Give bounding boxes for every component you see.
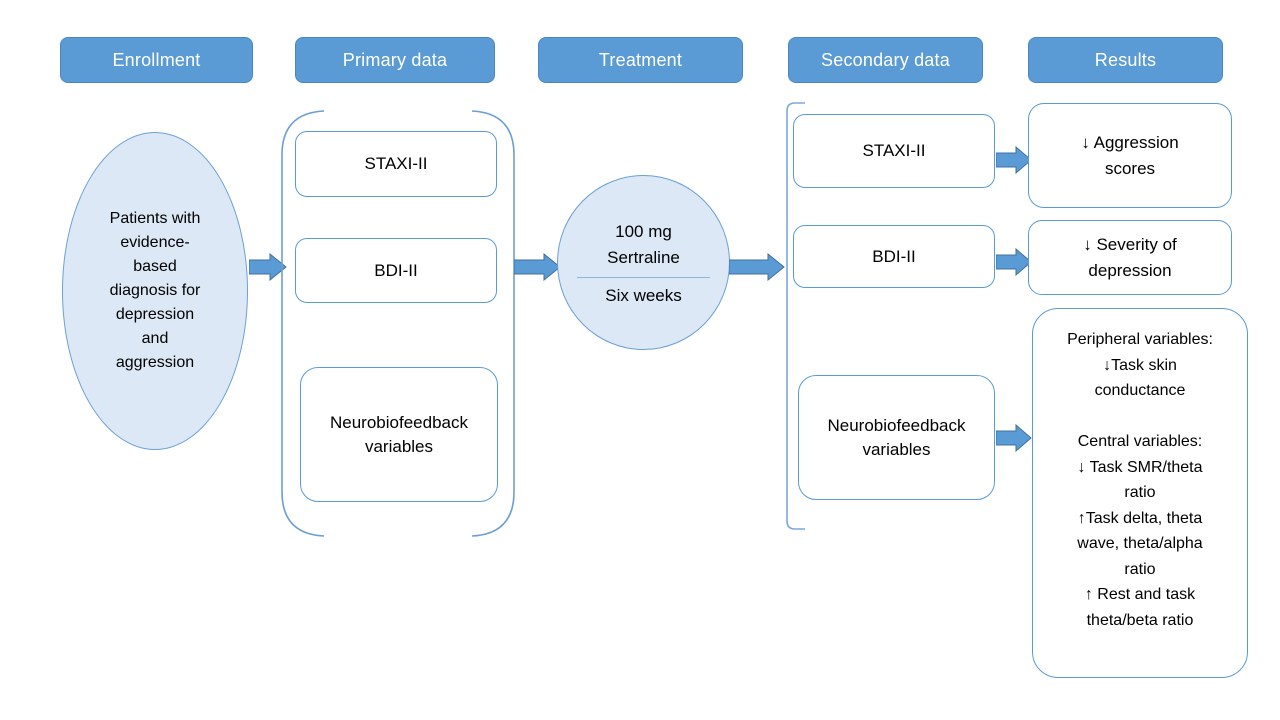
stage-header-results: Results [1028,37,1223,83]
secondary-box-staxi-label: STAXI-II [862,141,926,160]
secondary-box-bdi-label: BDI-II [872,246,916,266]
treatment-circle: 100 mg Sertraline Six weeks [557,175,730,350]
secondary-box-staxi: STAXI-II [793,114,995,188]
treatment-divider-line [577,277,710,278]
stage-header-enrollment: Enrollment [60,37,253,83]
treatment-dose-text: 100 mg Sertraline [607,222,680,267]
primary-box-staxi-label: STAXI-II [364,154,428,173]
stage-header-treatment: Treatment [538,37,743,83]
enrollment-ellipse: Patients with evidence- based diagnosis … [62,132,248,450]
enrollment-text: Patients with evidence- based diagnosis … [109,210,201,371]
primary-box-neurobiofeedback-label: Neurobiofeedback variables [330,412,468,456]
arrow-treatment-to-secondary-icon [729,253,785,281]
secondary-box-neurobiofeedback-label: Neurobiofeedback variables [827,415,966,459]
left-parenthesis-bracket-icon [281,110,325,537]
stage-header-secondary-data: Secondary data [788,37,983,83]
left-square-bracket-icon [786,102,805,530]
right-parenthesis-bracket-icon [471,110,515,537]
result-depression-text: ↓ Severity of depression [1083,234,1177,280]
secondary-box-neurobiofeedback: Neurobiofeedback variables [798,375,995,500]
treatment-duration-text: Six weeks [605,286,682,305]
result-box-neurobiofeedback: Peripheral variables: ↓Task skin conduct… [1032,308,1248,678]
result-aggression-text: ↓ Aggression scores [1081,132,1179,178]
arrow-staxi-to-result-icon [996,146,1032,174]
result-box-depression: ↓ Severity of depression [1028,220,1232,295]
primary-box-neurobiofeedback: Neurobiofeedback variables [300,367,498,502]
primary-box-bdi-label: BDI-II [374,260,418,280]
stage-header-primary-data: Primary data [295,37,495,83]
result-neurobiofeedback-text: Peripheral variables: ↓Task skin conduct… [1067,331,1213,629]
arrow-bdi-to-result-icon [996,248,1032,276]
arrow-neurobiofeedback-to-result-icon [996,424,1032,452]
secondary-box-bdi: BDI-II [793,225,995,288]
primary-box-bdi: BDI-II [295,238,497,303]
arrow-primary-to-treatment-icon [514,253,561,281]
result-box-aggression: ↓ Aggression scores [1028,103,1232,208]
primary-box-staxi: STAXI-II [295,131,497,197]
arrow-enrollment-to-primary-icon [249,253,287,281]
